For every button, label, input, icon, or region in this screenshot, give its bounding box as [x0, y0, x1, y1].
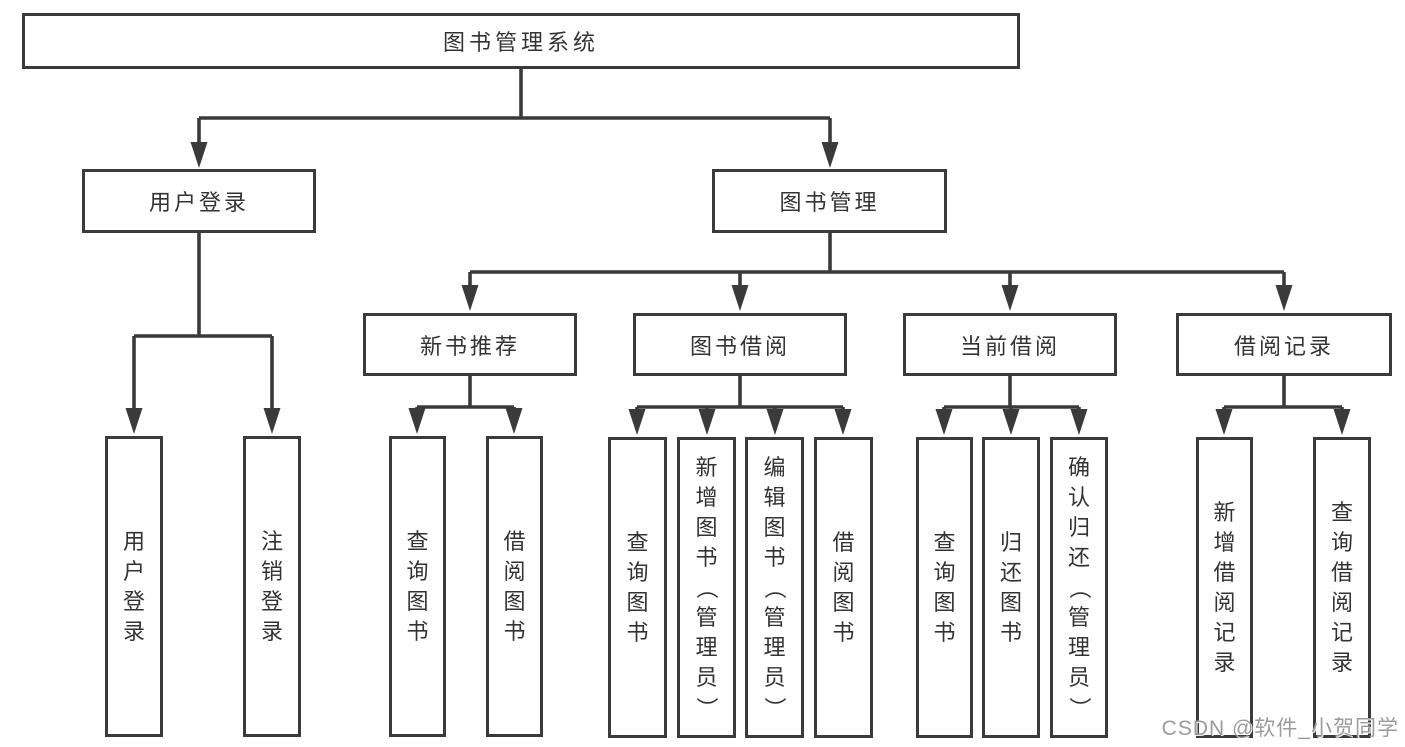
arrowhead	[766, 409, 784, 435]
node-leaf-label: 注销登录	[260, 528, 283, 644]
node-leaf-add-borrow-record: 新增借阅记录	[1196, 437, 1253, 738]
node-leaf-label: 归还图书	[999, 529, 1022, 645]
node-leaf-borrow-books-recommend: 借阅图书	[486, 436, 543, 737]
arrowhead	[821, 142, 839, 168]
node-leaf-query-borrow-record: 查询借阅记录	[1313, 437, 1371, 738]
arrowhead	[1333, 409, 1351, 435]
arrowhead	[1215, 409, 1233, 435]
node-leaf-edit-book-admin: 编辑图书（管理员）	[745, 437, 804, 738]
arrowhead	[731, 285, 749, 311]
node-leaf-query-books-recommend: 查询图书	[389, 436, 446, 737]
arrowhead	[1275, 285, 1293, 311]
arrowhead	[1001, 285, 1019, 311]
node-book-management-label: 图书管理	[779, 190, 880, 215]
node-book-borrowing: 图书借阅	[633, 313, 847, 376]
node-leaf-label: 查询借阅记录	[1330, 499, 1353, 675]
node-leaf-label: 用户登录	[122, 528, 145, 644]
node-leaf-borrow-books-borrow: 借阅图书	[814, 437, 873, 738]
node-leaf-label: 查询图书	[933, 529, 956, 645]
arrowheads	[125, 142, 1351, 435]
node-borrowing-records-label: 借阅记录	[1233, 333, 1334, 359]
node-user-login: 用户登录	[82, 169, 316, 233]
node-book-borrowing-label: 图书借阅	[689, 333, 790, 359]
node-leaf-label: 编辑图书（管理员）	[762, 454, 788, 719]
node-book-management: 图书管理	[712, 169, 947, 233]
node-leaf-confirm-return-admin: 确认归还（管理员）	[1050, 437, 1108, 738]
node-leaf-query-books-borrow: 查询图书	[608, 437, 667, 738]
arrowhead	[628, 409, 646, 435]
node-root-label: 图书管理系统	[442, 30, 599, 55]
arrowhead	[190, 142, 208, 168]
arrowhead	[698, 409, 716, 435]
node-leaf-label: 新增借阅记录	[1213, 499, 1236, 675]
node-leaf-label: 新增图书（管理员）	[694, 454, 720, 719]
node-leaf-query-books-current: 查询图书	[916, 437, 973, 738]
arrowhead	[408, 408, 426, 434]
arrowhead	[263, 408, 281, 434]
node-current-borrowing: 当前借阅	[903, 313, 1117, 376]
node-leaf-label: 查询图书	[406, 528, 429, 644]
node-leaf-label: 借阅图书	[832, 529, 855, 645]
node-new-book-recommend-label: 新书推荐	[419, 333, 520, 359]
arrowhead	[461, 285, 479, 311]
arrowhead	[125, 408, 143, 434]
node-borrowing-records: 借阅记录	[1176, 313, 1392, 376]
node-leaf-user-login: 用户登录	[105, 436, 163, 737]
arrowhead	[1002, 409, 1020, 435]
node-leaf-add-book-admin: 新增图书（管理员）	[677, 437, 736, 738]
watermark: CSDN @软件_小贺同学	[1161, 717, 1399, 740]
node-leaf-label: 借阅图书	[503, 528, 526, 644]
node-new-book-recommend: 新书推荐	[363, 313, 577, 376]
node-root: 图书管理系统	[22, 13, 1020, 69]
arrowhead	[834, 409, 852, 435]
node-user-login-label: 用户登录	[148, 190, 249, 215]
node-leaf-label: 确认归还（管理员）	[1066, 454, 1092, 719]
arrowhead	[935, 409, 953, 435]
node-leaf-label: 查询图书	[626, 529, 649, 645]
node-leaf-logout: 注销登录	[243, 436, 301, 737]
arrowhead	[505, 408, 523, 434]
arrowhead	[1070, 409, 1088, 435]
node-current-borrowing-label: 当前借阅	[959, 333, 1060, 359]
node-leaf-return-books: 归还图书	[982, 437, 1040, 738]
